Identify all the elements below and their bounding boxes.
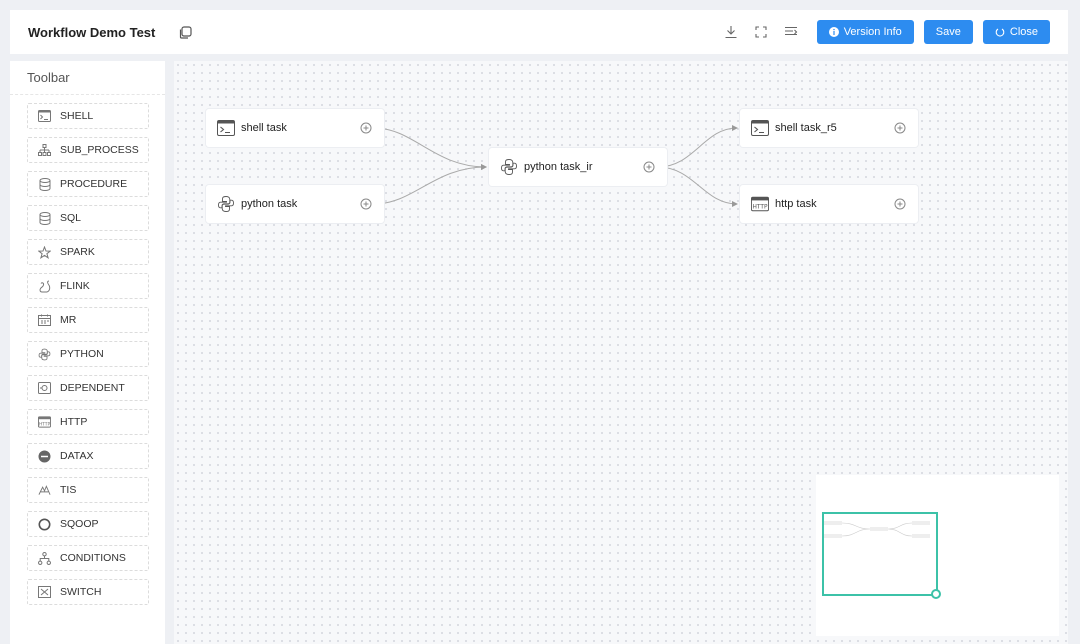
terminal-icon: [217, 119, 235, 137]
node-label: python task: [241, 198, 298, 210]
database-icon: [38, 177, 51, 191]
power-icon: [995, 27, 1005, 37]
minimap-graph: [824, 521, 930, 538]
toolbar-item-sqoop[interactable]: SQOOP: [27, 511, 149, 537]
toolbar-item-label: HTTP: [60, 416, 88, 428]
toolbar-item-switch[interactable]: SWITCH: [27, 579, 149, 605]
python-icon: [217, 195, 235, 213]
toolbar-item-label: SQOOP: [60, 518, 99, 530]
dag-node-shell-task[interactable]: shell task: [206, 109, 384, 147]
dag-node-python-task[interactable]: python task: [206, 185, 384, 223]
fullscreen-icon[interactable]: [753, 24, 769, 40]
svg-text:HTTP: HTTP: [753, 205, 768, 211]
tis-icon: [38, 484, 51, 497]
workflow-title: Workflow Demo Test: [28, 24, 156, 40]
toolbar-item-label: CONDITIONS: [60, 552, 126, 564]
circle-icon: [38, 518, 51, 531]
node-label: shell task_r5: [775, 122, 837, 134]
toolbar-item-mr[interactable]: MR: [27, 307, 149, 333]
workflow-canvas[interactable]: shell task python task python task_ir sh…: [174, 61, 1068, 644]
node-label: python task_ir: [524, 161, 593, 173]
download-icon[interactable]: [723, 24, 739, 40]
edge-python-ir-to-http: [657, 166, 738, 207]
edge-shell-to-python-ir: [373, 127, 487, 170]
dag-node-python-task-ir[interactable]: python task_ir: [489, 148, 667, 186]
dag-node-http-task[interactable]: HTTP http task: [740, 185, 918, 223]
conditions-icon: [38, 551, 51, 565]
save-button[interactable]: Save: [923, 20, 973, 44]
toolbar-item-python[interactable]: PYTHON: [27, 341, 149, 367]
datax-icon: [38, 450, 51, 463]
toolbar-item-spark[interactable]: SPARK: [27, 239, 149, 265]
toolbar-item-label: DATAX: [60, 450, 94, 462]
toolbar-item-sub-process[interactable]: SUB_PROCESS: [27, 137, 149, 163]
http-icon: HTTP: [38, 416, 51, 429]
close-label: Close: [1009, 26, 1038, 38]
version-info-label: Version Info: [843, 26, 902, 38]
toolbar-title: Toolbar: [10, 61, 165, 95]
node-label: http task: [775, 198, 817, 210]
close-button[interactable]: Close: [982, 20, 1050, 44]
add-link-icon[interactable]: [360, 122, 372, 134]
edge-python-ir-to-shell-r5: [657, 125, 738, 168]
version-info-button[interactable]: Version Info: [816, 20, 914, 44]
toolbar-panel: Toolbar SHELL SUB_PROCESS PROCEDURE SQL SPAR…: [10, 61, 165, 644]
toolbar-item-label: SQL: [60, 212, 82, 224]
toolbar-item-flink[interactable]: FLINK: [27, 273, 149, 299]
squirrel-icon: [38, 280, 51, 293]
toolbar-item-label: SWITCH: [60, 586, 102, 598]
format-icon[interactable]: [783, 24, 799, 40]
toolbar-item-http[interactable]: HTTP HTTP: [27, 409, 149, 435]
sitemap-icon: [38, 144, 51, 157]
info-icon: [828, 27, 839, 37]
add-link-icon[interactable]: [894, 122, 906, 134]
add-link-icon[interactable]: [894, 198, 906, 210]
calendar-icon: [38, 314, 51, 327]
workflow-header: Workflow Demo Test Version Info Save Clo…: [10, 10, 1068, 54]
terminal-icon: [38, 110, 51, 123]
toolbar-item-label: TIS: [60, 484, 77, 496]
toolbar-item-label: PROCEDURE: [60, 178, 128, 190]
http-icon: HTTP: [751, 195, 769, 213]
toolbar-item-label: SUB_PROCESS: [60, 144, 139, 156]
toolbar-item-label: PYTHON: [60, 348, 104, 360]
toolbar-list: SHELL SUB_PROCESS PROCEDURE SQL SPARK FLINK MR…: [10, 103, 165, 605]
toolbar-item-shell[interactable]: SHELL: [27, 103, 149, 129]
switch-icon: [38, 586, 51, 599]
toolbar-item-datax[interactable]: DATAX: [27, 443, 149, 469]
minimap-resize-handle[interactable]: [931, 589, 941, 599]
toolbar-item-label: DEPENDENT: [60, 382, 125, 394]
toolbar-item-label: MR: [60, 314, 77, 326]
edge-python-to-python-ir: [373, 164, 487, 205]
copy-icon[interactable]: [179, 25, 193, 39]
toolbar-item-tis[interactable]: TIS: [27, 477, 149, 503]
toolbar-item-sql[interactable]: SQL: [27, 205, 149, 231]
toolbar-item-label: FLINK: [60, 280, 90, 292]
terminal-icon: [751, 119, 769, 137]
dag-node-shell-task-r5[interactable]: shell task_r5: [740, 109, 918, 147]
python-icon: [38, 348, 51, 361]
toolbar-item-label: SPARK: [60, 246, 95, 258]
node-label: shell task: [241, 122, 287, 134]
dag-edges: [373, 125, 738, 207]
header-toolbar: Version Info Save Close: [723, 20, 1050, 44]
minimap[interactable]: [816, 475, 1059, 636]
minimap-viewport[interactable]: [822, 512, 938, 596]
toolbar-item-label: SHELL: [60, 110, 94, 122]
add-link-icon[interactable]: [360, 198, 372, 210]
star-icon: [38, 245, 51, 259]
toolbar-item-procedure[interactable]: PROCEDURE: [27, 171, 149, 197]
python-icon: [500, 158, 518, 176]
save-label: Save: [935, 26, 961, 38]
database-icon: [38, 211, 51, 225]
add-link-icon[interactable]: [643, 161, 655, 173]
toolbar-item-dependent[interactable]: DEPENDENT: [27, 375, 149, 401]
toolbar-item-conditions[interactable]: CONDITIONS: [27, 545, 149, 571]
dependent-icon: [38, 382, 51, 395]
svg-text:HTTP: HTTP: [39, 422, 51, 428]
